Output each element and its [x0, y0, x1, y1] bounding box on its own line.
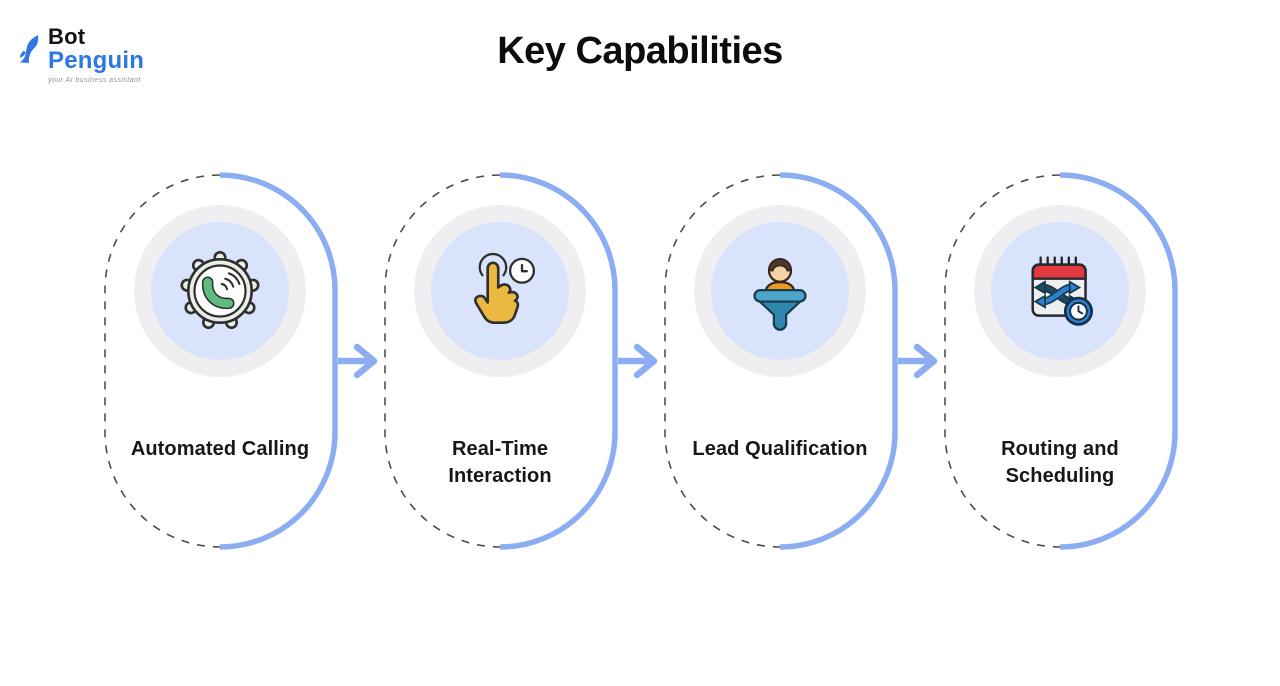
calendar-shuffle-clock-icon [1031, 256, 1093, 326]
icon-disc [431, 222, 569, 360]
flow-arrow-icon [618, 343, 658, 379]
capability-card-automated-calling: Automated Calling [102, 172, 338, 550]
icon-disc [991, 222, 1129, 360]
flow-arrow-icon [338, 343, 378, 379]
capabilities-flow: Automated Calling Real-Time Interaction [0, 172, 1280, 550]
capability-card-routing-scheduling: Routing and Scheduling [942, 172, 1178, 550]
capability-label: Automated Calling [130, 438, 310, 460]
page-title: Key Capabilities [497, 30, 783, 72]
icon-disc [711, 222, 849, 360]
logo-word-bot: Bot [48, 24, 86, 49]
person-funnel-icon [753, 258, 807, 331]
penguin-icon [19, 35, 39, 64]
tap-clock-icon [474, 252, 536, 324]
pill-outline [384, 172, 618, 550]
capability-card-real-time-interaction: Real-Time Interaction [382, 172, 618, 550]
icon-ring [694, 205, 866, 377]
capability-label: Lead Qualification [692, 438, 868, 460]
botpenguin-logo: Bot Penguin your AI business assistant [18, 26, 144, 84]
logo-word-penguin: Penguin [48, 47, 145, 74]
capability-label: Routing and Scheduling [1001, 438, 1119, 488]
icon-ring [974, 205, 1146, 377]
icon-disc [151, 222, 289, 360]
pill-outline [944, 172, 1178, 550]
logo-text: Bot Penguin your AI business assistant [48, 24, 145, 85]
capability-label: Real-Time Interaction [448, 438, 552, 488]
pill-outline [664, 172, 898, 550]
phone-gear-icon [180, 250, 260, 330]
flow-arrow-icon [898, 343, 938, 379]
logo-tagline: your AI business assistant [48, 77, 141, 84]
capability-card-lead-qualification: Lead Qualification [662, 172, 898, 550]
pill-outline [104, 172, 338, 550]
icon-ring [134, 205, 306, 377]
icon-ring [414, 205, 586, 377]
